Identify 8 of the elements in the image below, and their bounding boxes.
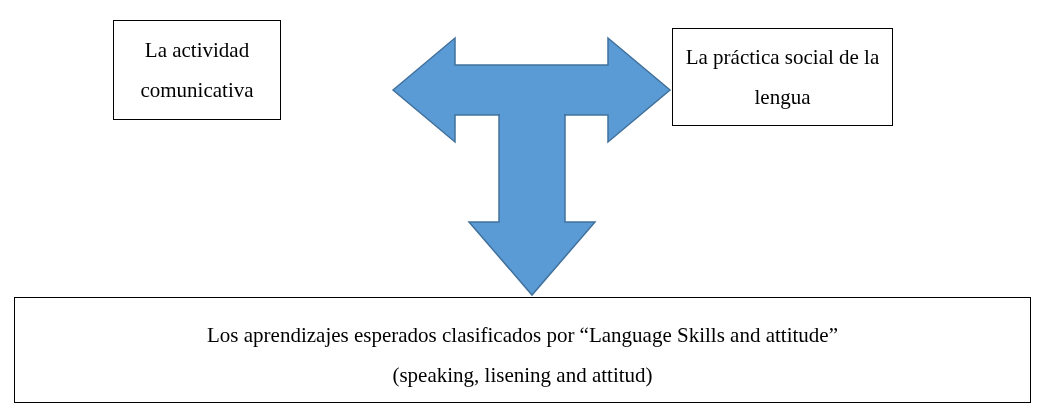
block-arrow bbox=[467, 114, 597, 297]
text-box bbox=[14, 297, 1031, 403]
text-box bbox=[672, 28, 893, 126]
block-arrow bbox=[391, 36, 672, 144]
box-text: Los aprendizajes esperados clasificados por “Language Skills and attitude” (speaking, lisening and attitud) bbox=[206, 322, 839, 389]
box-text: La actividad comunicativa bbox=[139, 37, 255, 104]
box-text: La práctica social de la lengua bbox=[684, 44, 881, 111]
text-box bbox=[113, 20, 281, 120]
